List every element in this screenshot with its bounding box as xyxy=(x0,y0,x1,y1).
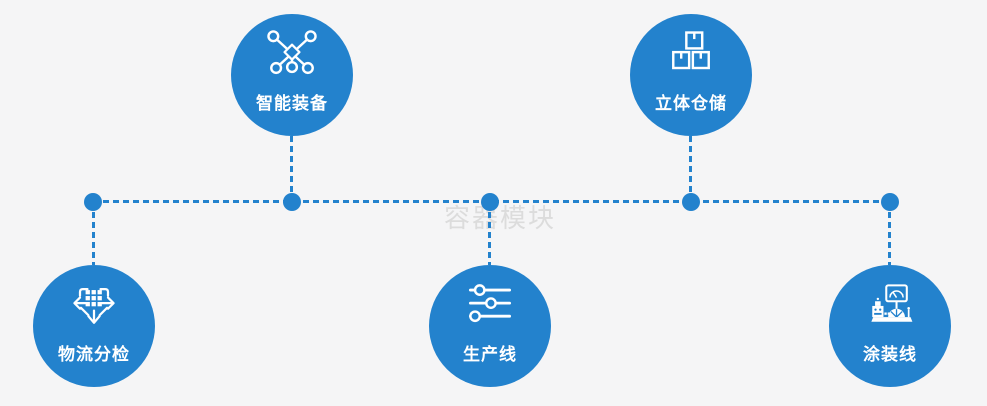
junction-dot xyxy=(881,193,899,211)
node-smart-equipment: 智能装备 xyxy=(231,14,353,136)
junction-dot xyxy=(481,193,499,211)
node-label: 生产线 xyxy=(463,345,517,364)
node-label: 涂装线 xyxy=(863,345,917,364)
sliders-icon xyxy=(462,277,518,333)
sorting-arrows-icon xyxy=(66,277,122,333)
junction-dot xyxy=(283,193,301,211)
vertical-connector-painting-line xyxy=(888,202,891,265)
node-stereoscopic-warehouse: 立体仓储 xyxy=(630,14,752,136)
junction-dot xyxy=(84,193,102,211)
vertical-connector-warehouse xyxy=(689,136,692,202)
junction-dot xyxy=(682,193,700,211)
node-label: 物流分检 xyxy=(58,345,130,364)
vertical-connector-smart-equipment xyxy=(290,136,293,202)
node-painting-line: 涂装线 xyxy=(829,265,951,387)
vertical-connector-production-line xyxy=(488,202,491,265)
vertical-connector-logistics-sorting xyxy=(92,202,95,265)
network-nodes-icon xyxy=(264,26,320,82)
node-label: 智能装备 xyxy=(256,94,328,113)
watermark-text: 容器模块 xyxy=(444,203,557,233)
node-production-line: 生产线 xyxy=(429,265,551,387)
machine-monitor-icon xyxy=(862,277,918,333)
node-label: 立体仓储 xyxy=(655,94,727,113)
node-logistics-sorting: 物流分检 xyxy=(33,265,155,387)
stacked-boxes-icon xyxy=(663,26,719,82)
